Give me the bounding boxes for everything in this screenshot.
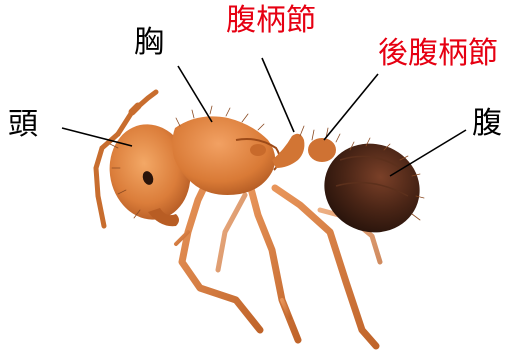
leader-petiole — [262, 58, 294, 132]
label-postpetiole: 後腹柄節 — [378, 37, 498, 71]
leader-thorax — [178, 66, 212, 122]
leader-postpetiole — [324, 74, 378, 140]
label-abdomen: 腹 — [472, 107, 502, 141]
leader-abdomen — [390, 130, 466, 176]
label-petiole: 腹柄節 — [226, 4, 316, 38]
postpetiole — [308, 138, 336, 162]
label-head: 頭 — [8, 108, 38, 142]
label-thorax: 胸 — [134, 26, 164, 60]
